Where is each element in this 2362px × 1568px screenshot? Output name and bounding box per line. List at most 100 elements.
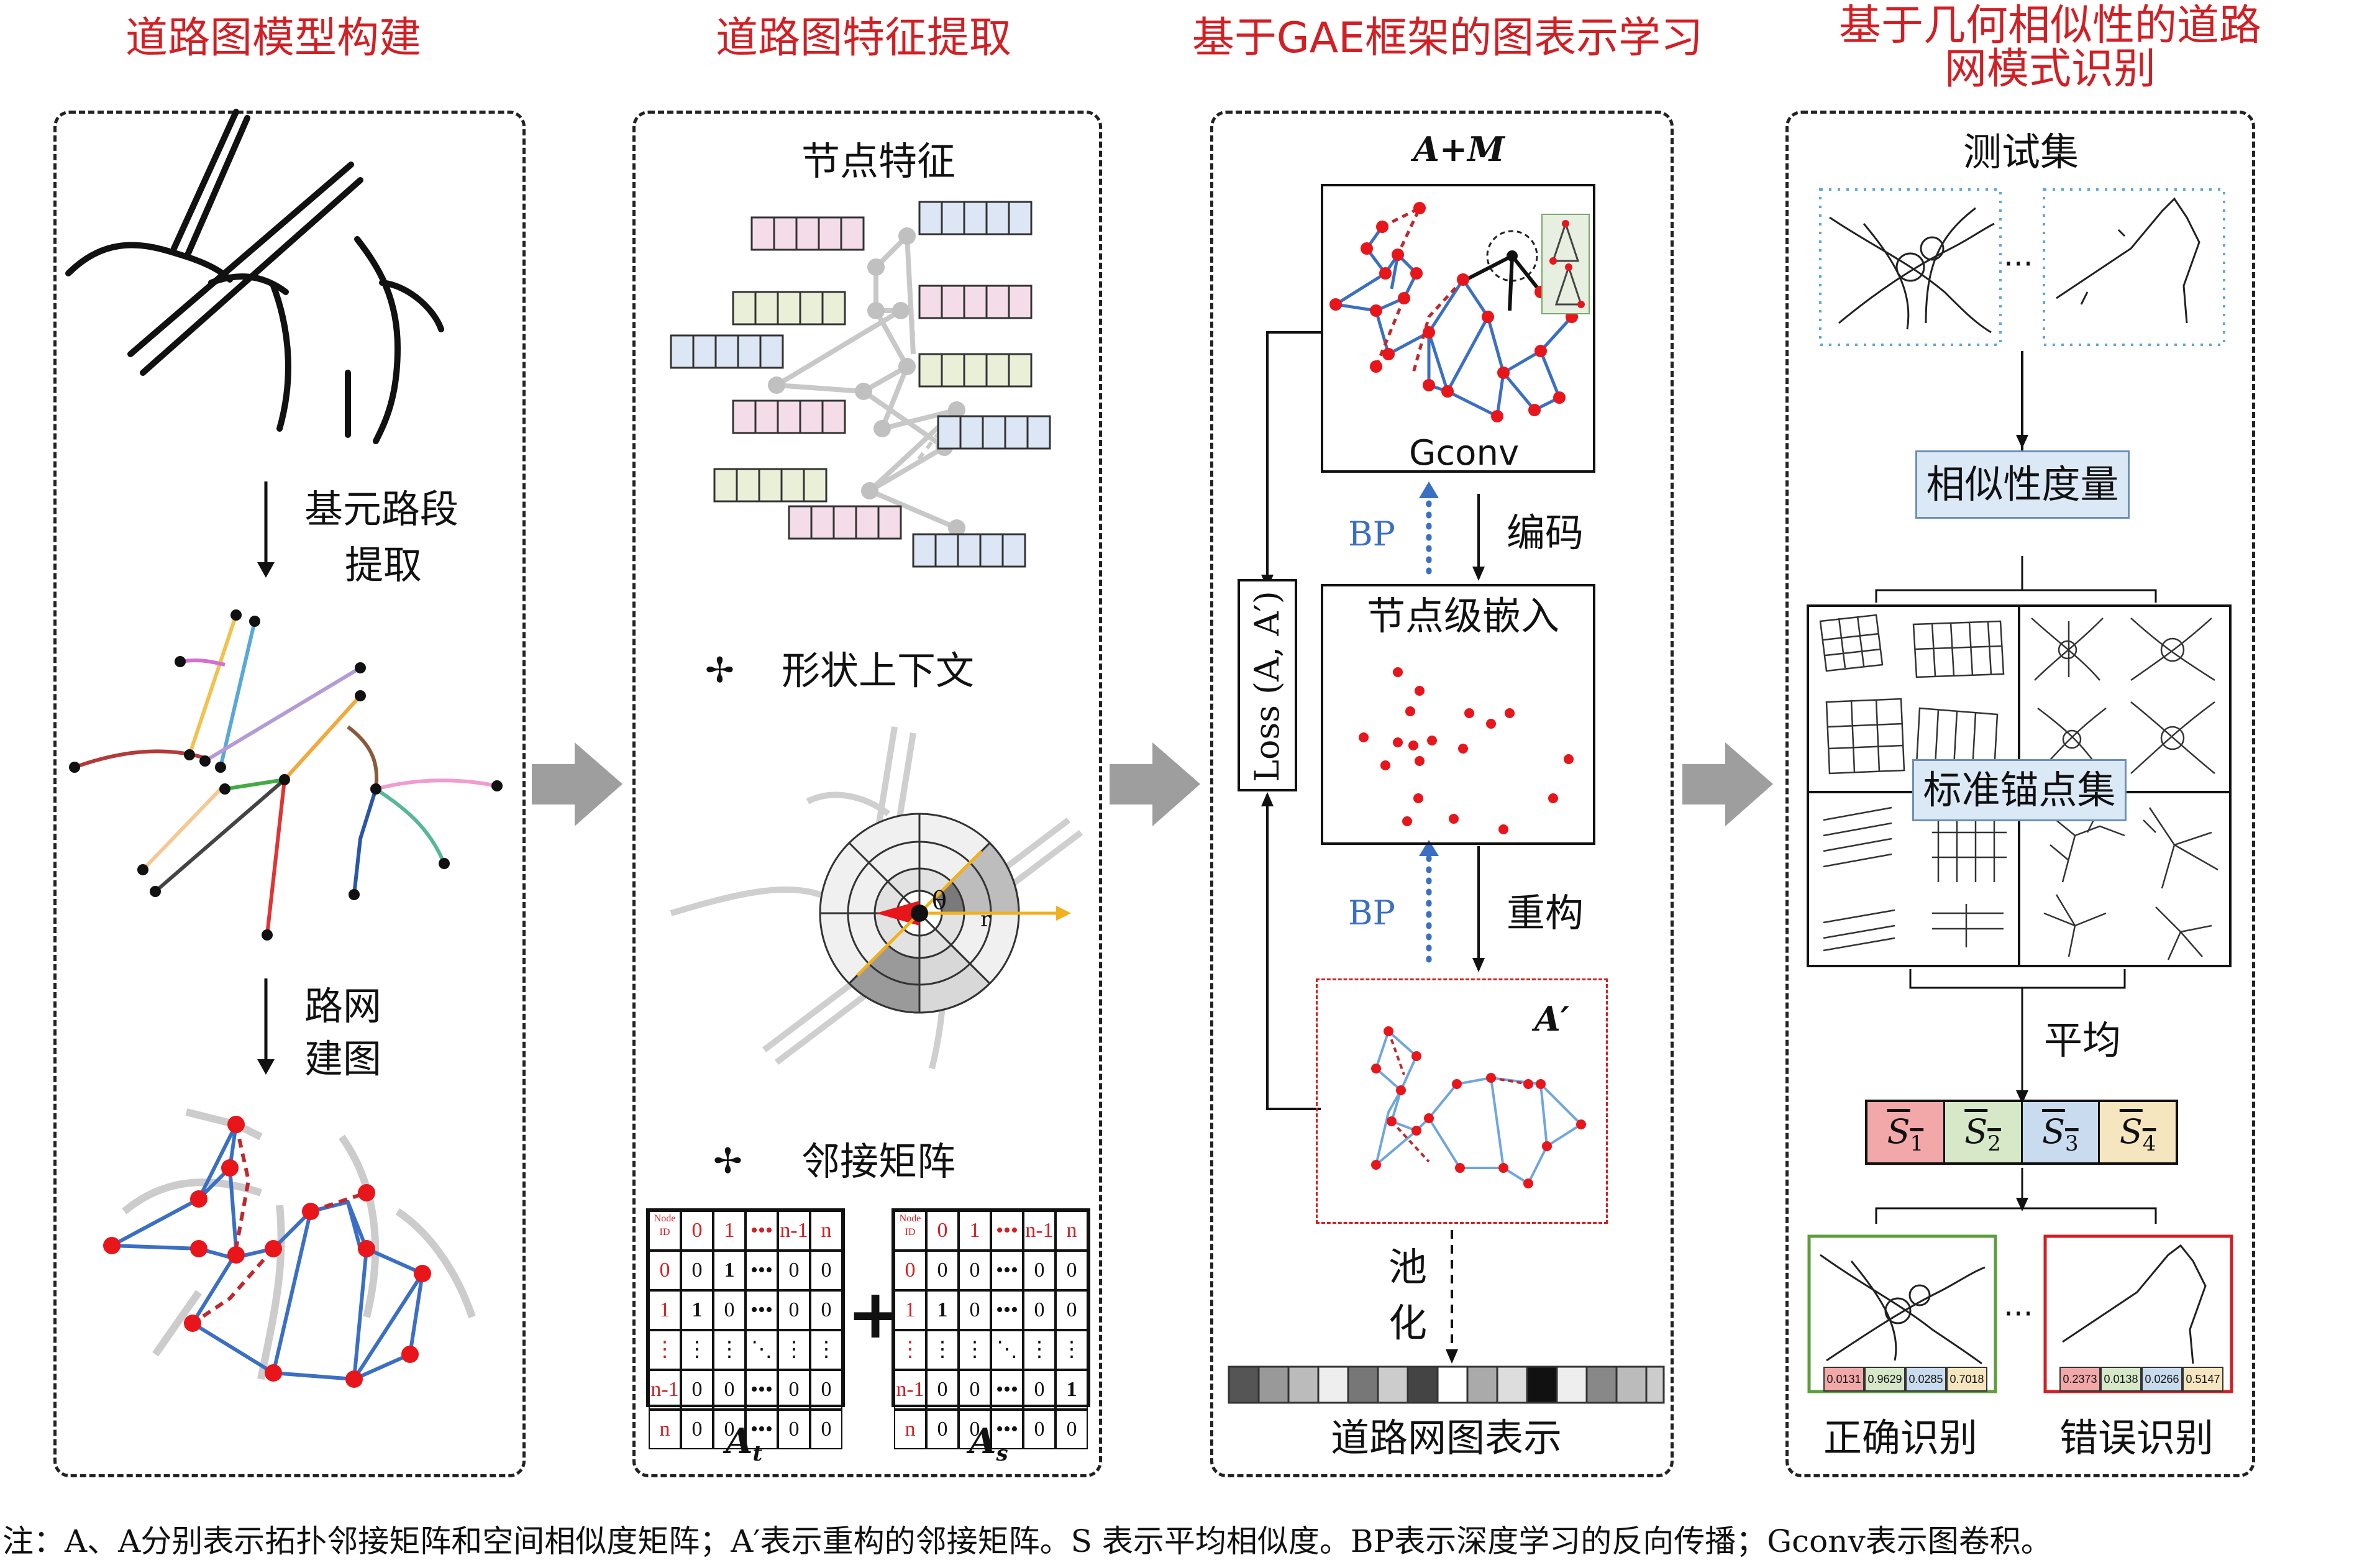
- matrix-cell: 1: [649, 1290, 681, 1330]
- theta-label: θ: [932, 887, 947, 915]
- matrix-cell: 0: [1023, 1290, 1056, 1330]
- matrix-cell: n-1: [649, 1370, 681, 1410]
- graph-representation-bar: [1228, 1365, 1665, 1404]
- matrix-cell: 0: [1023, 1251, 1056, 1290]
- matrix-s-label: As: [969, 1421, 1008, 1467]
- matrix-cell: 0: [926, 1410, 959, 1449]
- matrix-cell: 0: [810, 1410, 842, 1449]
- score-cell: 0.2373: [2059, 1367, 2100, 1392]
- anchor-patterns: [1819, 614, 2218, 960]
- score-cell: 0.0266: [2141, 1367, 2182, 1392]
- road-network-graph: [103, 1108, 476, 1388]
- matrix-cell: ⋮: [681, 1330, 713, 1370]
- panel1-title: 道路图模型构建: [125, 14, 421, 63]
- pooling-label-line1: 池: [1388, 1244, 1428, 1290]
- matrix-cell: ⋮: [778, 1330, 810, 1370]
- graph-representation-label: 道路网图表示: [1331, 1415, 1562, 1461]
- matrix-cell: ⋮: [713, 1330, 746, 1370]
- gconv-label: Gconv: [1409, 433, 1520, 473]
- matrix-cell: 0: [926, 1211, 959, 1251]
- raw-road-sketch: [65, 109, 444, 444]
- similarity-score-cell: S4: [2100, 1102, 2176, 1162]
- pooling-label-line2: 化: [1388, 1300, 1428, 1346]
- average-label: 平均: [2044, 1018, 2122, 1063]
- result-ellipsis: ···: [2004, 1296, 2033, 1332]
- matrix-cell: 0: [713, 1290, 746, 1330]
- adjacency-label: 邻接矩阵: [801, 1139, 956, 1184]
- matrix-cell: 0: [778, 1410, 810, 1449]
- matrix-cell: Node ID: [649, 1211, 681, 1251]
- reconstruction-label: A′: [1534, 999, 1570, 1039]
- matrix-cell: 0: [810, 1251, 842, 1290]
- loss-label: Loss (A, A′): [1247, 591, 1287, 782]
- anchor-set-box: 标准锚点集: [1912, 759, 2127, 821]
- score-cell: 0.5147: [2182, 1367, 2223, 1392]
- matrix-cell: n: [1056, 1211, 1088, 1251]
- matrix-cell: 0: [959, 1251, 991, 1290]
- matrix-cell: 0: [1056, 1290, 1088, 1330]
- matrix-cell: •••: [746, 1251, 778, 1290]
- shape-context-label: 形状上下文: [782, 648, 975, 693]
- reconstructed-graph: [1371, 1026, 1586, 1188]
- arrow-p2-p3: [1110, 742, 1200, 826]
- result-frames: [1807, 1234, 2233, 1393]
- matrix-cell: 1: [894, 1290, 926, 1330]
- matrix-cell: n: [810, 1211, 842, 1251]
- anchor-set-grid: [1807, 604, 2232, 967]
- matrix-cell: 1: [1056, 1370, 1088, 1410]
- matrix-cell: 0: [959, 1370, 991, 1410]
- matrix-cell: 0: [1056, 1251, 1088, 1290]
- matrix-cell: •••: [746, 1410, 778, 1449]
- matrix-cell: ⋮: [894, 1330, 926, 1370]
- similarity-metric-box: 相似性度量: [1915, 450, 2130, 519]
- panel-road-graph-construction: [53, 111, 526, 1477]
- matrix-cell: 0: [1023, 1410, 1056, 1449]
- panel2-title: 道路图特征提取: [715, 14, 1011, 63]
- matrix-cell: 1: [681, 1290, 713, 1330]
- matrix-cell: 0: [681, 1251, 713, 1290]
- matrix-cell: •••: [746, 1290, 778, 1330]
- encoder-graph-box: [1321, 184, 1595, 473]
- matrix-cell: ⋮: [959, 1330, 991, 1370]
- similarity-score-cell: S3: [2022, 1102, 2100, 1162]
- score-cell: 0.7018: [1946, 1367, 1987, 1392]
- matrix-cell: 1: [713, 1211, 746, 1251]
- bp-label-1: BP: [1348, 514, 1396, 554]
- matrix-cell: 1: [959, 1211, 991, 1251]
- similarity-score-cell: S2: [1945, 1102, 2023, 1162]
- plus-icon-2: ✢: [713, 1141, 742, 1182]
- step1-label-line2: 提取: [345, 542, 422, 588]
- matrix-cell: 0: [959, 1410, 991, 1449]
- matrix-cell: ⋱: [746, 1330, 778, 1370]
- loss-box: [1238, 579, 1297, 791]
- input-graph-label: A+M: [1413, 129, 1505, 169]
- node-feature-graph: [670, 201, 1051, 568]
- node-embedding-box: [1321, 584, 1595, 845]
- score-cell: 0.0138: [2100, 1367, 2141, 1392]
- matrix-cell: •••: [746, 1370, 778, 1410]
- node-embedding-label: 节点级嵌入: [1367, 593, 1560, 639]
- matrix-cell: 0: [713, 1410, 746, 1449]
- wrong-recognition-label: 错误识别: [2059, 1415, 2214, 1461]
- arrow-p3-p4: [1682, 742, 1773, 826]
- segment-endpoints: [69, 609, 503, 941]
- matrix-cell: •••: [991, 1290, 1023, 1330]
- matrix-cell: 0: [959, 1290, 991, 1330]
- matrix-cell: 0: [681, 1410, 713, 1449]
- matrix-cell: ⋮: [649, 1330, 681, 1370]
- step1-label-line1: 基元路段: [304, 486, 459, 532]
- matrix-cell: 0: [810, 1370, 842, 1410]
- matrix-cell: 1: [713, 1251, 746, 1290]
- matrix-cell: 0: [810, 1290, 842, 1330]
- panel4-title-line1: 基于几何相似性的道路: [1838, 1, 2261, 50]
- matrix-cell: ⋱: [991, 1330, 1023, 1370]
- arrow-p1-p2: [532, 742, 622, 826]
- panel-pattern-recognition: [1785, 111, 2255, 1477]
- score-cell: 0.0285: [1905, 1367, 1946, 1392]
- shape-context-diagram: [670, 726, 1083, 1070]
- matrix-cell: ⋮: [810, 1330, 842, 1370]
- feature-vectors: [670, 201, 1051, 568]
